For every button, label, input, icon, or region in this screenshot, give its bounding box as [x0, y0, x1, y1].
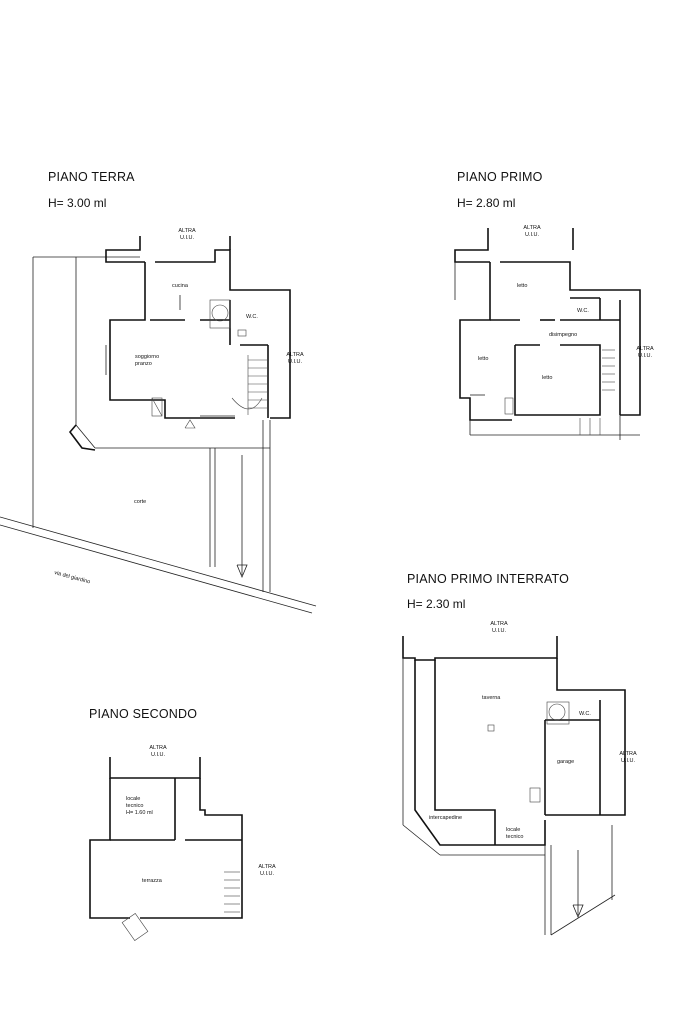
piano-primo-plan: [454, 228, 641, 440]
area-label-corte: corte: [134, 499, 147, 505]
piano-primo-title: PIANO PRIMO: [457, 170, 543, 184]
room-label-cucina: cucina: [172, 283, 188, 289]
room-label-garage: garage: [557, 759, 575, 765]
piano-terra-title: PIANO TERRA: [48, 170, 135, 184]
altra-uiu-label: ALTRA U.I.U.: [523, 225, 541, 238]
room-label-disimpegno: disimpegno: [549, 332, 578, 338]
room-label-locale-tecnico: locale tecnico: [506, 827, 524, 840]
altra-uiu-label: ALTRA U.I.U.: [490, 621, 508, 634]
room-label-letto: letto: [517, 283, 528, 289]
piano-terra-height: H= 3.00 ml: [48, 196, 107, 210]
altra-uiu-label: ALTRA U.I.U.: [286, 352, 304, 365]
piano-terra-plan: [0, 236, 317, 614]
piano-interrato-plan: [402, 636, 626, 936]
room-label-terrazza: terrazza: [142, 878, 162, 884]
piano-secondo-plan: [89, 757, 243, 942]
altra-uiu-label: ALTRA U.I.U.: [178, 228, 196, 241]
room-label-locale-tecnico: locale tecnico H= 1.60 ml: [126, 796, 153, 816]
room-label-letto: letto: [542, 375, 553, 381]
room-label-letto: letto: [478, 356, 489, 362]
room-label-wc: W.C.: [579, 711, 591, 717]
piano-primo-height: H= 2.80 ml: [457, 196, 516, 210]
piano-interrato-height: H= 2.30 ml: [407, 597, 466, 611]
piano-secondo-title: PIANO SECONDO: [89, 707, 198, 721]
room-label-wc: W.C.: [246, 314, 258, 320]
altra-uiu-label: ALTRA U.I.U.: [258, 864, 276, 877]
altra-uiu-label: ALTRA U.I.U.: [636, 346, 654, 359]
altra-uiu-label: ALTRA U.I.U.: [149, 745, 167, 758]
piano-interrato-title: PIANO PRIMO INTERRATO: [407, 572, 570, 586]
altra-uiu-label: ALTRA U.I.U.: [619, 751, 637, 764]
room-label-intercapedine: intercapedine: [429, 815, 463, 821]
room-label-soggiorno: soggiorno pranzo: [135, 354, 160, 367]
room-label-taverna: taverna: [482, 695, 501, 701]
room-label-wc: W.C.: [577, 308, 589, 314]
